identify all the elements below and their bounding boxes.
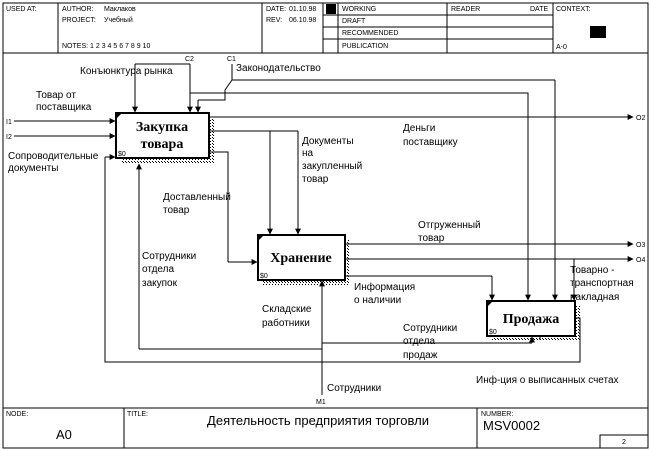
box-purchase[interactable]: Закупка товара $0 — [115, 112, 214, 163]
label-stock-1: Информация — [354, 281, 415, 293]
header: USED AT: AUTHOR: Маклаков PROJECT: Учебн… — [2, 2, 649, 54]
label-pstaff-1: Сотрудники — [142, 251, 196, 262]
label-delivered-1: Доставленный — [163, 192, 231, 203]
author-value: Маклаков — [104, 6, 136, 13]
tunnel-o4: O4 — [636, 257, 645, 264]
label-delivered-2: товар — [163, 205, 190, 216]
label-shipped-1: Отгруженный — [418, 220, 481, 231]
label-invoices: Инф-ция о выписанных счетах — [476, 374, 619, 386]
project-label: PROJECT: — [62, 17, 96, 24]
box-sale-title: Продажа — [503, 312, 560, 327]
used-at-label: USED AT: — [6, 6, 37, 13]
status-recommended: RECOMMENDED — [342, 30, 398, 37]
reader-date-label: DATE — [530, 6, 548, 13]
label-waybill-2: транспортная — [570, 278, 634, 289]
footer-number: MSV0002 — [483, 418, 540, 433]
box-storage-num: $0 — [260, 273, 268, 280]
arrow-delivered — [210, 151, 229, 262]
project-value: Учебный — [104, 16, 133, 24]
label-money-2: поставщику — [403, 137, 458, 148]
label-docs-1: Сопроводительные — [8, 151, 99, 162]
box-purchase-title-2: товара — [141, 137, 184, 152]
footer-title-label: TITLE: — [127, 411, 148, 418]
rev-label: REV: — [266, 17, 282, 24]
label-sstaff-2: отдела — [403, 336, 435, 347]
date-value: 01.10.98 — [289, 6, 316, 13]
date-label: DATE: — [266, 6, 286, 13]
label-staff: Сотрудники — [327, 383, 381, 394]
label-pdocs-3: закупленный — [302, 161, 362, 172]
tunnel-c1: C1 — [227, 56, 236, 63]
label-market: Конъюнктура рынка — [80, 66, 173, 77]
footer: NODE: A0 TITLE: Деятельность предприятия… — [2, 407, 649, 449]
author-label: AUTHOR: — [62, 6, 94, 13]
box-purchase-num: $0 — [118, 151, 126, 158]
label-pstaff-2: отдела — [142, 264, 174, 275]
label-docs-2: документы — [8, 163, 59, 174]
context-node: A-0 — [556, 44, 567, 51]
context-label: CONTEXT: — [556, 6, 591, 13]
label-wstaff-1: Складские — [262, 304, 312, 315]
box-storage-title: Хранение — [270, 251, 332, 266]
tunnel-i2: I2 — [6, 134, 12, 141]
label-waybill-3: накладная — [570, 292, 619, 303]
notes: NOTES: 1 2 3 4 5 6 7 8 9 10 — [62, 43, 150, 50]
label-sstaff-1: Сотрудники — [403, 323, 457, 334]
status-publication: PUBLICATION — [342, 43, 388, 50]
label-sstaff-3: продаж — [403, 350, 438, 361]
footer-node: A0 — [56, 427, 72, 442]
label-pdocs-1: Документы — [302, 136, 354, 147]
box-sale-num: $0 — [489, 329, 497, 336]
status-draft: DRAFT — [342, 18, 366, 25]
label-pstaff-3: закупок — [142, 278, 178, 289]
reader-label: READER — [451, 6, 480, 13]
tunnel-c2: C2 — [185, 56, 194, 63]
rev-value: 06.10.98 — [289, 17, 316, 24]
label-pdocs-4: товар — [302, 174, 329, 185]
label-wstaff-2: работники — [262, 317, 310, 329]
status-working: WORKING — [342, 6, 376, 13]
label-law: Законодательство — [236, 63, 321, 74]
tunnel-o2: O2 — [636, 115, 645, 122]
tunnel-i1: I1 — [6, 119, 12, 126]
arrows — [14, 63, 634, 395]
tunnel-m1: M1 — [316, 399, 326, 406]
box-sale[interactable]: Продажа $0 — [486, 300, 580, 341]
context-thumbnail — [590, 26, 606, 38]
arrow-invoice-info — [104, 157, 581, 363]
footer-title: Деятельность предприятия торговли — [207, 413, 429, 428]
box-storage[interactable]: Хранение $0 — [257, 234, 350, 285]
working-status-marker — [326, 4, 336, 14]
footer-node-label: NODE: — [6, 411, 28, 418]
label-pdocs-2: на — [302, 148, 314, 159]
tunnel-o3: O3 — [636, 242, 645, 249]
label-waybill-1: Товарно - — [570, 265, 614, 276]
diagram-area — [2, 52, 649, 409]
footer-page: 2 — [622, 439, 626, 446]
label-stock-2: о наличии — [354, 295, 401, 306]
footer-number-label: NUMBER: — [481, 411, 513, 418]
label-goods-2: поставщика — [36, 102, 92, 113]
box-purchase-title-1: Закупка — [136, 120, 188, 135]
label-shipped-2: товар — [418, 233, 445, 244]
label-goods-1: Товар от — [36, 90, 76, 101]
label-money-1: Деньги — [403, 123, 435, 134]
